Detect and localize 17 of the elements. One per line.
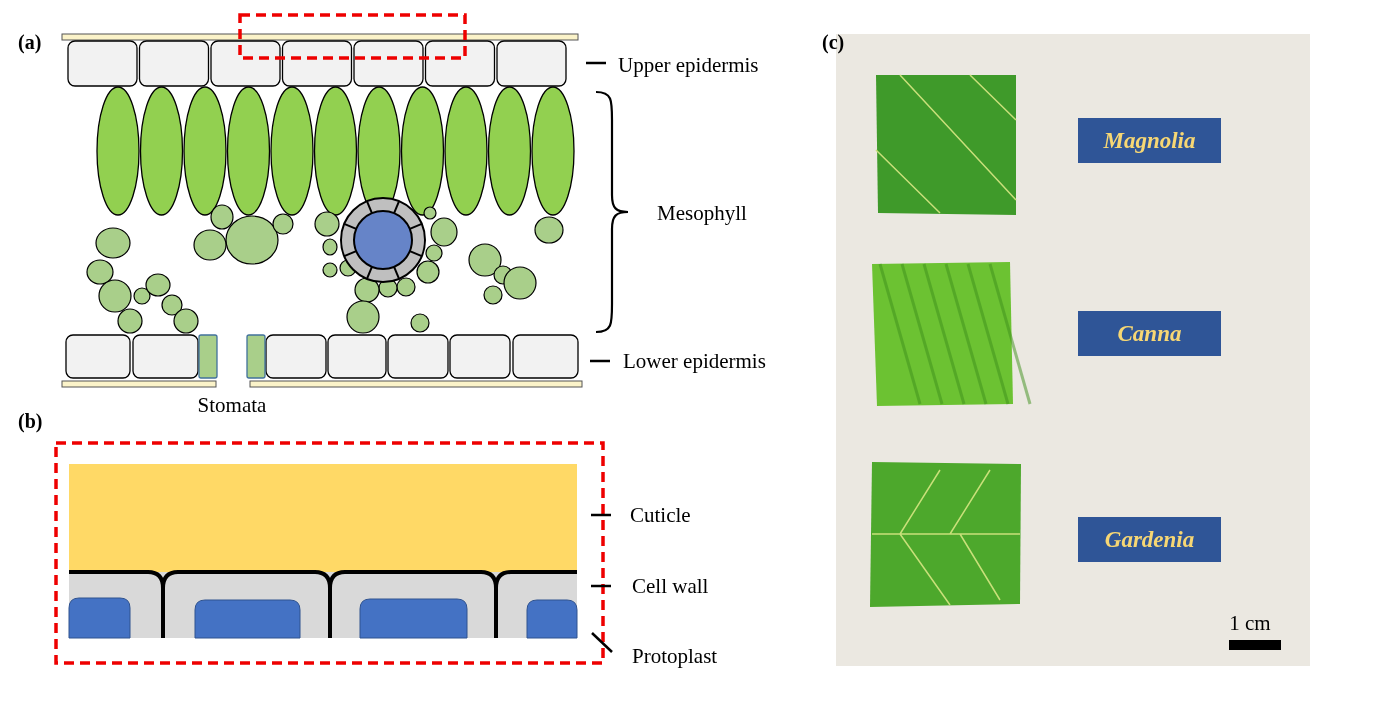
layer-label: Lower epidermis [623,350,766,372]
layer-label: Upper epidermis [618,54,759,76]
species-name: Magnolia [1103,127,1196,154]
stomata-label: Stomata [197,394,267,416]
name-label-box [1078,517,1221,562]
panel-label: (b) [18,411,43,431]
layer-label: Mesophyll [657,202,747,224]
panel-label: (a) [18,32,42,52]
name-label-box [1078,311,1221,356]
species-name: Canna [1117,320,1182,347]
layer-label: Cell wall [632,575,709,597]
name-label-box [1078,118,1221,163]
layer-label: Protoplast [632,645,718,667]
panel-label: (c) [822,32,845,52]
layer-label: Cuticle [630,504,691,526]
scale-label: 1 cm [1229,612,1271,634]
species-name: Gardenia [1104,526,1195,553]
